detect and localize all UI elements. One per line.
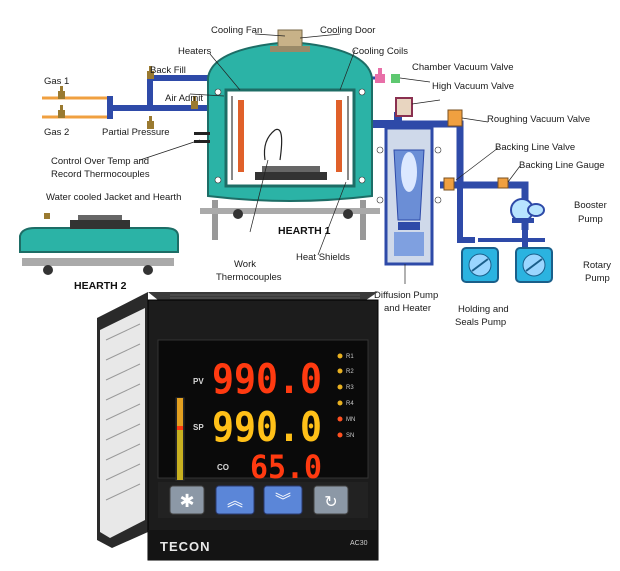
label-booster-line1: Booster xyxy=(574,200,607,211)
label-booster-line2: Pump xyxy=(578,214,603,225)
label-partial-pressure: Partial Pressure xyxy=(102,127,170,138)
led-r1 xyxy=(337,353,343,359)
led-mn xyxy=(337,416,343,422)
cycle-button[interactable]: ↻ xyxy=(313,485,349,515)
label-air-admit: Air Admit xyxy=(165,93,203,104)
down-button[interactable]: ︾ xyxy=(263,485,303,515)
gas-valves xyxy=(58,66,198,129)
led-label-r3: R3 xyxy=(346,385,354,391)
vacuum-chamber xyxy=(194,29,380,240)
label-cooling-coils: Cooling Coils xyxy=(352,46,408,57)
backing-line-gauge xyxy=(497,177,509,189)
led-r2 xyxy=(337,368,343,374)
label-seals-pump: Seals Pump xyxy=(455,317,506,328)
hearth-2 xyxy=(19,213,179,275)
leader-lines xyxy=(139,33,521,284)
label-work: Work xyxy=(234,259,256,270)
label-gas-2: Gas 2 xyxy=(44,127,69,138)
label-and-heater: and Heater xyxy=(384,303,431,314)
led-label-mn: MN xyxy=(346,417,355,423)
pv-label: PV xyxy=(193,377,204,386)
booster-pump xyxy=(510,198,545,223)
label-rotary-line1: Rotary xyxy=(583,260,611,271)
label-cooling-fan: Cooling Fan xyxy=(211,25,262,36)
label-holding-and: Holding and xyxy=(458,304,509,315)
label-gas-1: Gas 1 xyxy=(44,76,69,87)
label-thermocouples: Thermocouples xyxy=(216,272,282,283)
led-label-sn: SN xyxy=(346,433,354,439)
label-heat-shields: Heat Shields xyxy=(296,252,350,263)
label-hearth-2: HEARTH 2 xyxy=(74,280,127,292)
co-label: CO xyxy=(217,463,229,472)
label-rotary-line2: Pump xyxy=(585,273,610,284)
brand-logo: TECON xyxy=(160,539,211,554)
cycle-icon: ↻ xyxy=(324,492,337,511)
label-heaters: Heaters xyxy=(178,46,212,57)
rotary-pump xyxy=(515,247,553,283)
chevron-up-icon: ︽ xyxy=(227,491,243,510)
label-high-vacuum-valve: High Vacuum Valve xyxy=(432,81,514,92)
led-sn xyxy=(337,432,343,438)
label-record-thermocouples: Record Thermocouples xyxy=(51,169,150,180)
label-cooling-door: Cooling Door xyxy=(320,25,375,36)
asterisk-icon: ✱ xyxy=(179,491,194,512)
label-backing-line-valve: Backing Line Valve xyxy=(495,142,575,153)
up-button[interactable]: ︽ xyxy=(215,485,255,515)
holding-pump xyxy=(461,247,499,283)
chevron-down-icon: ︾ xyxy=(275,491,291,510)
model-label: AC30 xyxy=(350,540,368,547)
high-vacuum-valve xyxy=(395,97,413,117)
label-diffusion-pump: Diffusion Pump xyxy=(374,290,438,301)
label-hearth-1: HEARTH 1 xyxy=(278,225,331,237)
led-label-r2: R2 xyxy=(346,369,354,375)
sp-label: SP xyxy=(193,423,204,432)
set-button[interactable]: ✱ xyxy=(169,485,205,515)
label-control-over-temp: Control Over Temp and xyxy=(51,156,149,167)
indicator-leds: R1 R2 R3 R4 MN SN xyxy=(337,353,355,439)
label-backing-line-gauge: Backing Line Gauge xyxy=(519,160,605,171)
pv-display: 990.0 xyxy=(212,355,322,403)
label-chamber-vacuum-valve: Chamber Vacuum Valve xyxy=(412,62,514,73)
co-display: 65.0 xyxy=(250,448,322,486)
backing-line-valve xyxy=(443,177,455,191)
led-r3 xyxy=(337,384,343,390)
chamber-vacuum-valve xyxy=(375,68,400,83)
led-label-r1: R1 xyxy=(346,354,354,360)
sp-display: 990.0 xyxy=(212,403,322,451)
roughing-vacuum-valve xyxy=(447,109,463,127)
label-water-cooled-jacket: Water cooled Jacket and Hearth xyxy=(46,192,181,203)
led-label-r4: R4 xyxy=(346,401,354,407)
label-back-fill: Back Fill xyxy=(150,65,186,76)
led-r4 xyxy=(337,400,343,406)
label-roughing-vacuum-valve: Roughing Vacuum Valve xyxy=(487,114,590,125)
diffusion-pump xyxy=(376,126,442,266)
